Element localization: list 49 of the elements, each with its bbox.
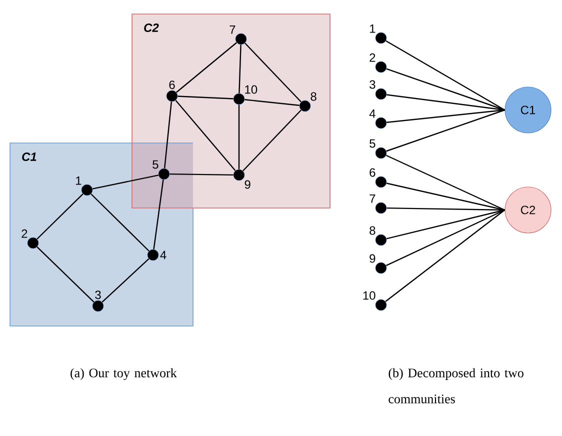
vertex-number: 8 [310,92,316,101]
edge-line [90,194,150,252]
edge-line [175,100,236,172]
edge-line [102,258,150,303]
caption: (b) Decomposed into two communities [388,368,524,404]
edge-line [386,109,505,152]
vertex-number: 4 [160,250,166,260]
vertex-number: 4 [369,110,376,118]
edge-line [386,207,505,211]
vertex-number: 5 [370,139,376,148]
edge-line [385,210,506,302]
edge-line [386,94,505,111]
vertex-number: 3 [370,80,376,89]
edge-line [242,110,302,172]
edge-line [153,180,164,250]
edge-line [386,182,505,211]
edge-line [386,40,505,111]
edge-line [386,209,505,266]
vertex-number: 8 [370,226,376,235]
edge-line [244,42,302,102]
edge-line [170,173,234,176]
vertex-number: 3 [95,290,101,300]
edge-line [92,174,159,190]
edge-line [176,42,237,93]
edge-line [244,99,300,106]
vertex-number: 9 [370,254,376,263]
vertex-number: 9 [244,180,250,189]
caption: (a) Our toy network [70,368,177,380]
vertex-number: 2 [22,229,28,238]
edge-line [386,109,505,123]
vertex-number: 10 [245,85,258,94]
edge-line [386,154,505,211]
vertex-number: 1 [76,176,82,185]
vertex-number: 1 [370,24,376,33]
edge-line [386,209,505,240]
vertex-number: 6 [169,80,175,90]
edge-line [386,68,505,111]
vertex-number: 2 [370,53,376,62]
vertex-number: 5 [152,160,158,169]
edge-line [178,96,234,100]
edge-line [36,194,84,240]
edge-line [36,246,94,302]
vertex-number: 7 [370,194,376,203]
vertex-number: 7 [230,26,236,34]
vertex-number: 6 [370,168,376,177]
vertex-number: 10 [363,291,376,300]
edge-line [164,102,172,168]
edge-line [238,44,242,94]
edge-line [238,104,240,170]
